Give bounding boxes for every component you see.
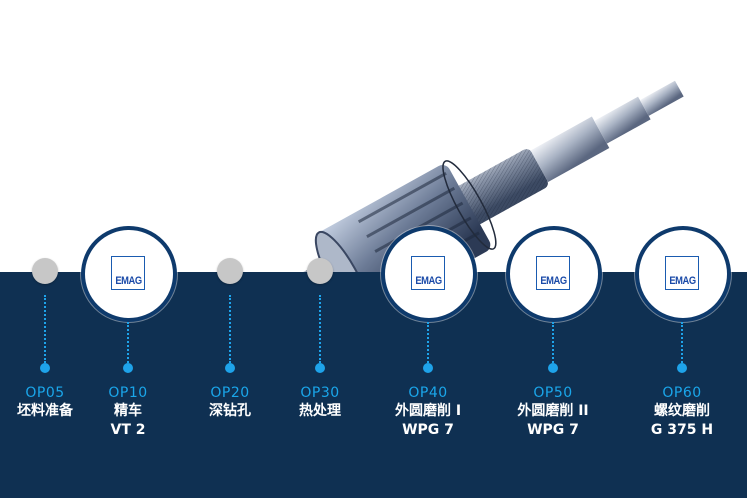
machine-model: G 375 H [650, 422, 714, 438]
blue-dot-marker [548, 363, 558, 373]
grey-dot-marker [32, 258, 58, 284]
process-step-op05: OP05 坯料准备 [0, 0, 115, 498]
blue-dot-marker [677, 363, 687, 373]
op-name: 螺纹磨削 [654, 403, 710, 419]
blue-dot-marker [40, 363, 50, 373]
op-code: OP10 [108, 385, 148, 401]
op-code: OP50 [533, 385, 573, 401]
process-step-op60: EMAG OP60 螺纹磨削 G 375 H [612, 0, 747, 498]
blue-dot-marker [315, 363, 325, 373]
machine-model: WPG 7 [527, 422, 579, 438]
dotted-connector [127, 322, 129, 363]
op-code: OP60 [662, 385, 702, 401]
grey-dot-marker [217, 258, 243, 284]
machine-circle: EMAG [635, 226, 731, 322]
op-name: 外圆磨削 I [394, 403, 462, 419]
process-step-op40: EMAG OP40 外圆磨削 I WPG 7 [358, 0, 498, 498]
op-code: OP20 [210, 385, 250, 401]
blue-dot-marker [423, 363, 433, 373]
emag-logo-icon: EMAG [665, 256, 699, 290]
op-code: OP05 [25, 385, 65, 401]
op-name: 坯料准备 [17, 403, 73, 419]
op-code: OP40 [408, 385, 448, 401]
op-name: 热处理 [299, 403, 341, 419]
process-step-op50: EMAG OP50 外圆磨削 II WPG 7 [483, 0, 623, 498]
emag-logo-icon: EMAG [536, 256, 570, 290]
dotted-connector [229, 295, 231, 363]
op-name: 精车 [114, 403, 142, 419]
machine-circle: EMAG [81, 226, 177, 322]
dotted-connector [552, 322, 554, 363]
machine-model: WPG 7 [402, 422, 454, 438]
grey-dot-marker [307, 258, 333, 284]
dotted-connector [681, 322, 683, 363]
op-name: 深钻孔 [209, 403, 251, 419]
process-step-op20: OP20 深钻孔 [160, 0, 300, 498]
emag-logo-icon: EMAG [111, 256, 145, 290]
dotted-connector [44, 295, 46, 363]
blue-dot-marker [225, 363, 235, 373]
dotted-connector [427, 322, 429, 363]
process-step-op10: EMAG OP10 精车 VT 2 [58, 0, 198, 498]
dotted-connector [319, 295, 321, 363]
emag-logo-icon: EMAG [411, 256, 445, 290]
process-step-op30: OP30 热处理 [250, 0, 390, 498]
machine-circle: EMAG [381, 226, 477, 322]
machine-model: VT 2 [110, 422, 146, 438]
op-name: 外圆磨削 II [517, 403, 589, 419]
machine-circle: EMAG [506, 226, 602, 322]
op-code: OP30 [300, 385, 340, 401]
blue-dot-marker [123, 363, 133, 373]
